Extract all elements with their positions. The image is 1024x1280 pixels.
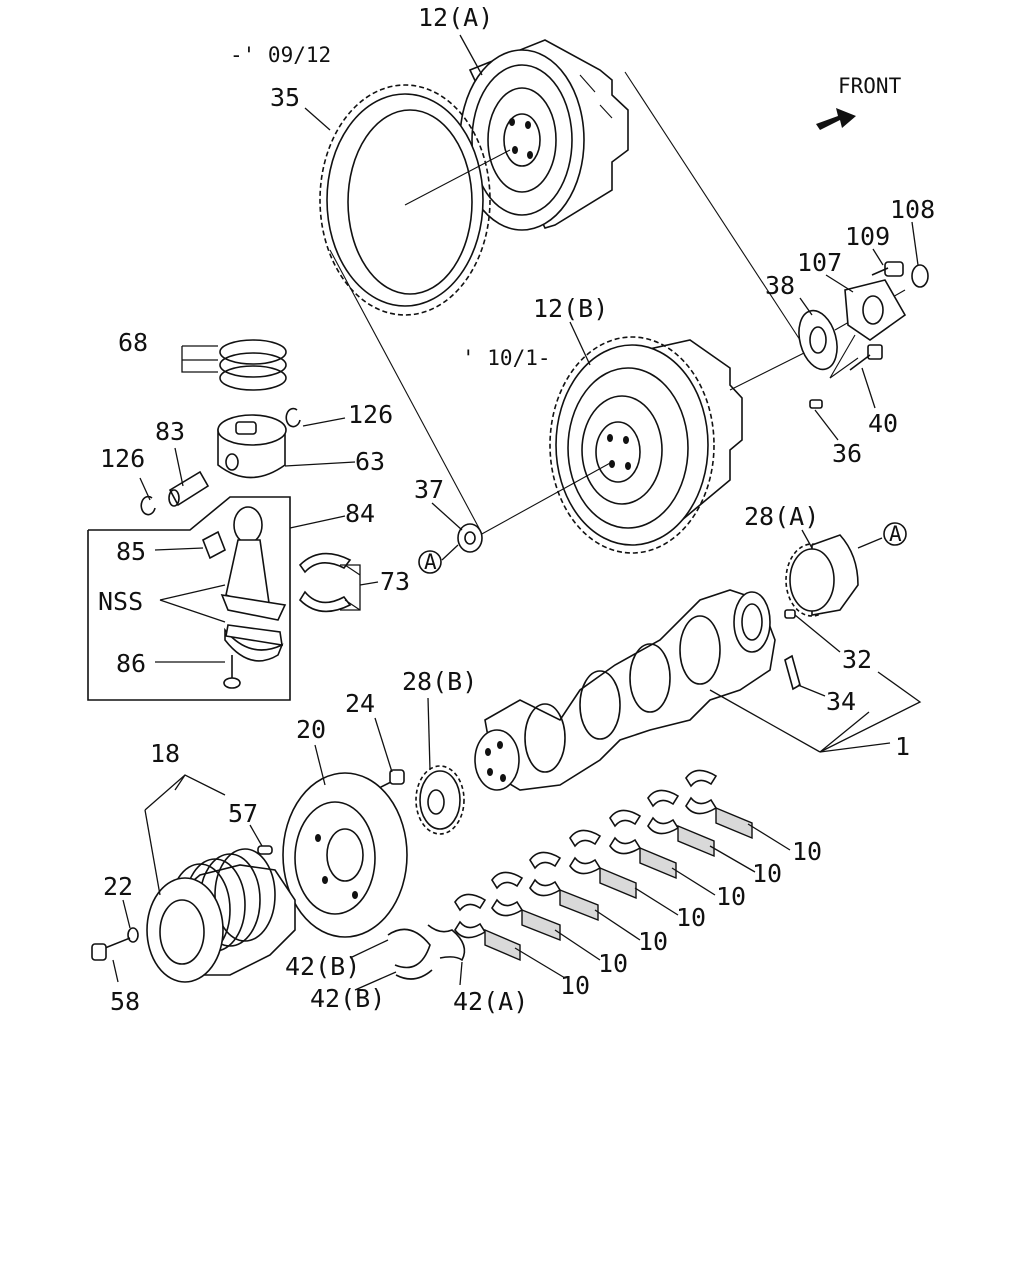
crankshaft-1 [474, 589, 776, 791]
label-ref-a-right: A [889, 522, 902, 546]
reference-circle-a-right [883, 522, 907, 546]
connecting-rod-box [87, 496, 291, 701]
bolt-109 [871, 261, 904, 277]
label-58: 58 [110, 987, 140, 1016]
label-22: 22 [103, 872, 133, 901]
label-73: 73 [380, 567, 410, 596]
bolt-40 [829, 334, 883, 379]
label-28a: 28(A) [744, 502, 819, 531]
label-37: 37 [414, 475, 444, 504]
damper-18 [146, 848, 296, 983]
bolt-58 [91, 937, 131, 961]
pulley-20 [282, 772, 408, 938]
label-10-7: 10 [560, 971, 590, 1000]
ring-gear-35 [319, 84, 511, 316]
pin-36 [809, 399, 823, 409]
pilot-bearing-37 [457, 523, 483, 553]
label-nss: NSS [98, 587, 143, 616]
reference-circle-a-left [418, 550, 442, 574]
label-10-5: 10 [638, 927, 668, 956]
label-10-6: 10 [598, 949, 628, 978]
label-12b: 12(B) [533, 294, 608, 323]
thrust-washer-42a [427, 924, 466, 962]
label-42b-lower: 42(B) [310, 984, 385, 1013]
pin-34 [784, 654, 801, 691]
gear-28b [415, 765, 465, 835]
label-109: 109 [845, 222, 890, 251]
label-126-right: 126 [348, 400, 393, 429]
label-35: 35 [270, 83, 300, 112]
label-86: 86 [116, 649, 146, 678]
washer-22 [127, 927, 139, 943]
flywheel-12a [459, 39, 629, 231]
snap-ring-126-right [285, 407, 301, 428]
note-late-range: ' 10/1- [462, 346, 551, 370]
gear-28a [785, 534, 859, 617]
label-85: 85 [116, 537, 146, 566]
label-1: 1 [895, 732, 910, 761]
bushing-85 [201, 530, 227, 560]
piston-pin-83 [168, 470, 210, 507]
bolt-86 [223, 655, 241, 689]
label-18: 18 [150, 739, 180, 768]
label-84: 84 [345, 499, 375, 528]
label-83: 83 [155, 417, 185, 446]
label-42a: 42(A) [453, 987, 528, 1016]
piston-rings-68 [219, 339, 287, 391]
piston-63 [217, 414, 287, 479]
label-40: 40 [868, 409, 898, 438]
label-28b: 28(B) [402, 667, 477, 696]
front-arrow-icon [816, 108, 856, 130]
ring-108 [911, 264, 929, 288]
label-20: 20 [296, 715, 326, 744]
label-107: 107 [797, 248, 842, 277]
label-126-left: 126 [100, 444, 145, 473]
note-early-range: -' 09/12 [230, 43, 331, 67]
label-68: 68 [118, 328, 148, 357]
label-42b-upper: 42(B) [285, 952, 360, 981]
label-10-4: 10 [676, 903, 706, 932]
label-24: 24 [345, 689, 375, 718]
label-38: 38 [765, 271, 795, 300]
key-32 [784, 609, 796, 619]
label-108: 108 [890, 195, 935, 224]
flywheel-12b [549, 336, 743, 554]
snap-ring-126-left [140, 495, 156, 516]
label-57: 57 [228, 799, 258, 828]
connecting-rod [220, 506, 287, 662]
label-10-3: 10 [716, 882, 746, 911]
label-10-2: 10 [752, 859, 782, 888]
pin-57 [257, 845, 273, 855]
label-12a: 12(A) [418, 3, 493, 32]
plate-38 [798, 309, 838, 371]
label-63: 63 [355, 447, 385, 476]
main-bearings-10 [454, 769, 753, 962]
leader-lines [112, 34, 922, 991]
label-10-1: 10 [792, 837, 822, 866]
label-36: 36 [832, 439, 862, 468]
thrust-washer-42b [387, 928, 433, 980]
label-32: 32 [842, 645, 872, 674]
label-34: 34 [826, 687, 856, 716]
plate-107 [844, 279, 907, 341]
note-front: FRONT [838, 74, 902, 98]
label-ref-a-left: A [424, 550, 437, 574]
bearing-73 [298, 552, 361, 613]
